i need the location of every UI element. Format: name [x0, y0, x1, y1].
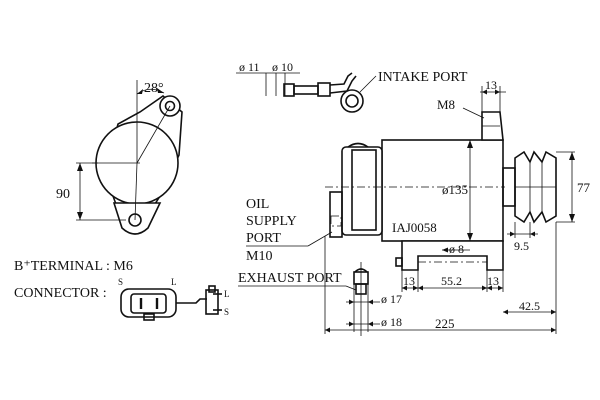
dim-135-arrow-top	[467, 140, 473, 148]
foot-stud	[395, 257, 403, 267]
exhaust-leader	[345, 285, 357, 291]
dim-13-left-label: 13	[403, 274, 415, 288]
oil-label-line-4: M10	[246, 249, 272, 264]
dim-42-5-arrow-b	[551, 309, 556, 315]
exhaust-port-callout: EXHAUST PORT ø 17 ø 18	[238, 262, 402, 336]
foot-arrow-4	[482, 285, 487, 291]
dim-42-5-arrow-a	[503, 309, 508, 315]
exhaust-port-label: EXHAUST PORT	[238, 271, 342, 286]
side-view	[325, 111, 557, 271]
vacuum-pump-cap	[347, 142, 369, 148]
radial-line-1	[136, 105, 171, 164]
front-view: 28° 90	[56, 80, 183, 235]
dim-13-right-label: 13	[487, 274, 499, 288]
dim-77-arrow-bottom	[569, 214, 575, 222]
connector-label: CONNECTOR :	[14, 286, 107, 301]
dia-10-label: ø 10	[272, 60, 293, 74]
connector-side-body	[205, 289, 219, 315]
height-90-label: 90	[56, 187, 70, 202]
top-mount-hole	[164, 100, 176, 112]
m8-leader	[462, 107, 485, 119]
angle-label: 28°	[144, 81, 164, 96]
dim-13-top-label: 13	[485, 78, 497, 92]
dim-225-arrow-b	[551, 327, 556, 333]
dia-11-label: ø 11	[239, 60, 260, 74]
intake-flare	[317, 82, 331, 97]
dim-9-5-label: 9.5	[514, 239, 529, 253]
dia-17-label: ø 17	[381, 292, 402, 306]
angle-arrow-left	[137, 89, 143, 94]
vacuum-pump-band	[351, 149, 377, 231]
connector-s-left-label: S	[118, 277, 123, 287]
dia-17-arrow-a	[349, 299, 354, 305]
dia-18-arrow-a	[349, 321, 354, 327]
foot-arrow-1	[402, 285, 407, 291]
oil-label-line-1: OIL	[246, 197, 269, 212]
radial-line-2	[134, 162, 138, 221]
intake-hook	[329, 72, 353, 86]
intake-tube	[293, 85, 319, 95]
intake-banjo-inner	[345, 94, 359, 108]
oil-supply-port-callout: OIL SUPPLY PORT M10	[246, 197, 333, 264]
connector-l-right-label: L	[224, 289, 230, 299]
dim-90-arrow-top	[77, 163, 83, 171]
dim-9-5-arrow-b	[530, 231, 535, 237]
intake-port-fitting: ø 11 ø 10 INTAKE PORT	[236, 60, 468, 113]
intake-hook-inner	[329, 75, 357, 94]
dia-8-label: ø 8	[449, 242, 464, 256]
connector-front-symbol: S L	[118, 277, 177, 321]
foot-arrow-3	[418, 285, 423, 291]
dia-8-arrow	[442, 247, 448, 253]
connector-s-right-label: S	[224, 307, 229, 317]
connector-side-symbol: L S	[176, 285, 230, 317]
intake-banjo-outer	[340, 89, 364, 113]
dim-225-label: 225	[435, 316, 455, 331]
intake-port-leader	[359, 75, 377, 93]
oil-label-line-2: SUPPLY	[246, 214, 297, 229]
intake-port-label: INTAKE PORT	[378, 70, 468, 85]
connector-l-left-label: L	[171, 277, 177, 287]
dim-135-arrow-bottom	[467, 233, 473, 241]
connector-wire	[176, 298, 207, 304]
part-number-label: IAJ0058	[392, 220, 437, 235]
dim-42-5-label: 42.5	[519, 299, 540, 313]
angle-arrow-right	[157, 88, 164, 93]
dim-13-top-arrow-a	[482, 89, 487, 95]
dia-18-label: ø 18	[381, 315, 402, 329]
dim-77-arrow-top	[569, 152, 575, 160]
oil-port-body	[329, 191, 343, 238]
connector-side-clip	[208, 285, 216, 293]
dia-135-label: ø135	[442, 182, 468, 197]
bottom-mount-ear	[112, 202, 162, 235]
oil-port-thread	[330, 215, 342, 227]
intake-nipple	[283, 83, 295, 97]
m8-label: M8	[437, 97, 455, 112]
dim-90-arrow-bottom	[77, 212, 83, 220]
foot-arrow-6	[498, 285, 503, 291]
connector-latch	[143, 313, 155, 321]
dim-77-label: 77	[577, 180, 591, 195]
dia-18-arrow-b	[368, 321, 373, 327]
oil-supply-leader	[307, 231, 333, 247]
pulley	[514, 150, 557, 224]
foot-arrow-2	[413, 285, 418, 291]
foot-arrow-5	[487, 285, 492, 291]
side-view-dimensions: 13 M8 ø135 IAJ0058 ø 8 77 9.5	[324, 78, 591, 334]
dim-13-top-arrow-b	[495, 89, 500, 95]
dim-9-5-arrow-a	[510, 231, 515, 237]
b-terminal-label: B⁺TERMINAL : M6	[14, 259, 133, 274]
dim-55-2-label: 55.2	[441, 274, 462, 288]
dim-225-arrow-a	[325, 327, 330, 333]
dia-17-arrow-b	[368, 299, 373, 305]
oil-label-line-3: PORT	[246, 231, 281, 246]
connector-inner	[130, 293, 167, 314]
